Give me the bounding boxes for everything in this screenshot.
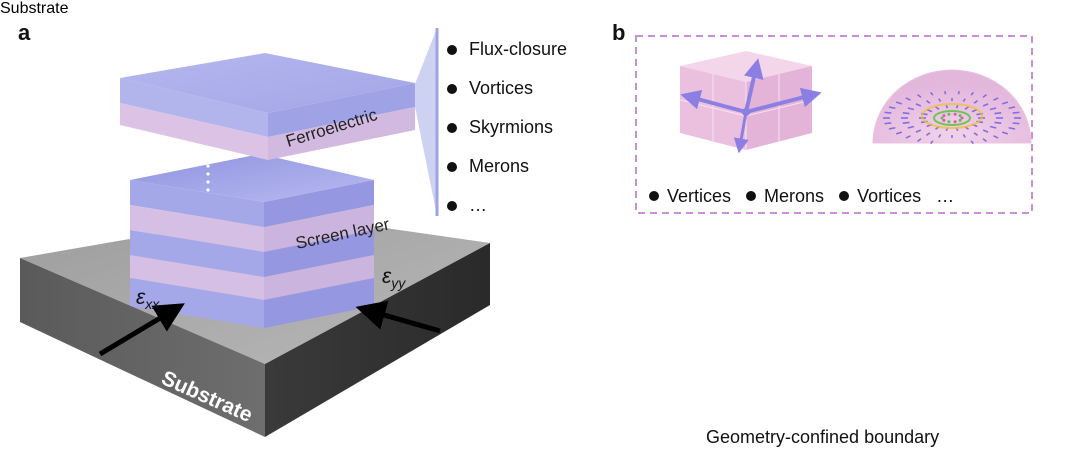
texture-item: Merons — [746, 186, 824, 207]
strain-arrow-x — [98, 303, 185, 357]
ferro-right-face — [268, 83, 415, 137]
separator-dots — [206, 164, 210, 192]
dome-arrows — [883, 90, 1021, 145]
ferro-left-face-stripe — [120, 103, 268, 160]
texture-item: … — [447, 192, 567, 231]
texture-item: Vortices — [839, 186, 921, 207]
texture-item: Merons — [447, 153, 567, 192]
panel-a-letter: a — [18, 20, 31, 45]
screen-layer-stack: Screen layer — [130, 154, 392, 328]
substrate-left-face — [20, 258, 265, 437]
b-substrate-label: Substrate — [0, 0, 69, 17]
texture-item: Vortices — [447, 75, 567, 114]
ferro-right-face-stripe — [268, 107, 415, 160]
stack-left-band — [130, 278, 264, 328]
panel-a: Substrate Screen layer — [20, 28, 490, 437]
stack-top-face — [130, 154, 374, 202]
texture-list-a: Flux-closure Vortices Skyrmions Merons … — [447, 36, 567, 231]
stack-left-band — [130, 205, 264, 252]
ferro-left-face — [120, 78, 268, 137]
confined-substrate: Substrate — [0, 0, 68, 17]
stack-left-band — [130, 255, 264, 300]
stack-left-band — [130, 180, 264, 227]
panel-b-letter: b — [612, 20, 626, 45]
strain-x-label: εxx — [136, 286, 160, 312]
stack-right-band — [264, 278, 374, 328]
substrate-right-face — [265, 243, 490, 437]
b-substrate-left: Substrate — [0, 0, 68, 17]
stack-right-band — [264, 255, 374, 300]
stack-right-band — [264, 205, 374, 252]
texture-list-b: Vertices Merons Vortices … — [649, 186, 954, 207]
texture-ellipsis: … — [936, 186, 955, 206]
texture-item: Flux-closure — [447, 36, 567, 75]
vertex-cube-illustration — [679, 51, 822, 154]
meron-dome-illustration — [872, 69, 1032, 145]
texture-item: Vertices — [649, 186, 731, 207]
b-substrate-top: Substrate — [0, 0, 68, 17]
stack-right-band — [264, 230, 374, 277]
b-substrate-right: Substrate — [0, 0, 68, 17]
texture-item: Skyrmions — [447, 114, 567, 153]
ferro-top-face — [120, 53, 415, 113]
texture-dashed-box — [635, 35, 1033, 214]
texture-fan — [415, 28, 437, 216]
strain-y-label: εyy — [382, 265, 406, 291]
panel-b — [635, 35, 1033, 214]
ferroelectric-layer: Ferroelectric — [120, 53, 415, 160]
stack-right-band — [264, 180, 374, 227]
figure-caption: Geometry-confined boundary — [706, 427, 940, 447]
strain-arrow-y — [355, 300, 441, 334]
stack-left-band — [130, 230, 264, 277]
